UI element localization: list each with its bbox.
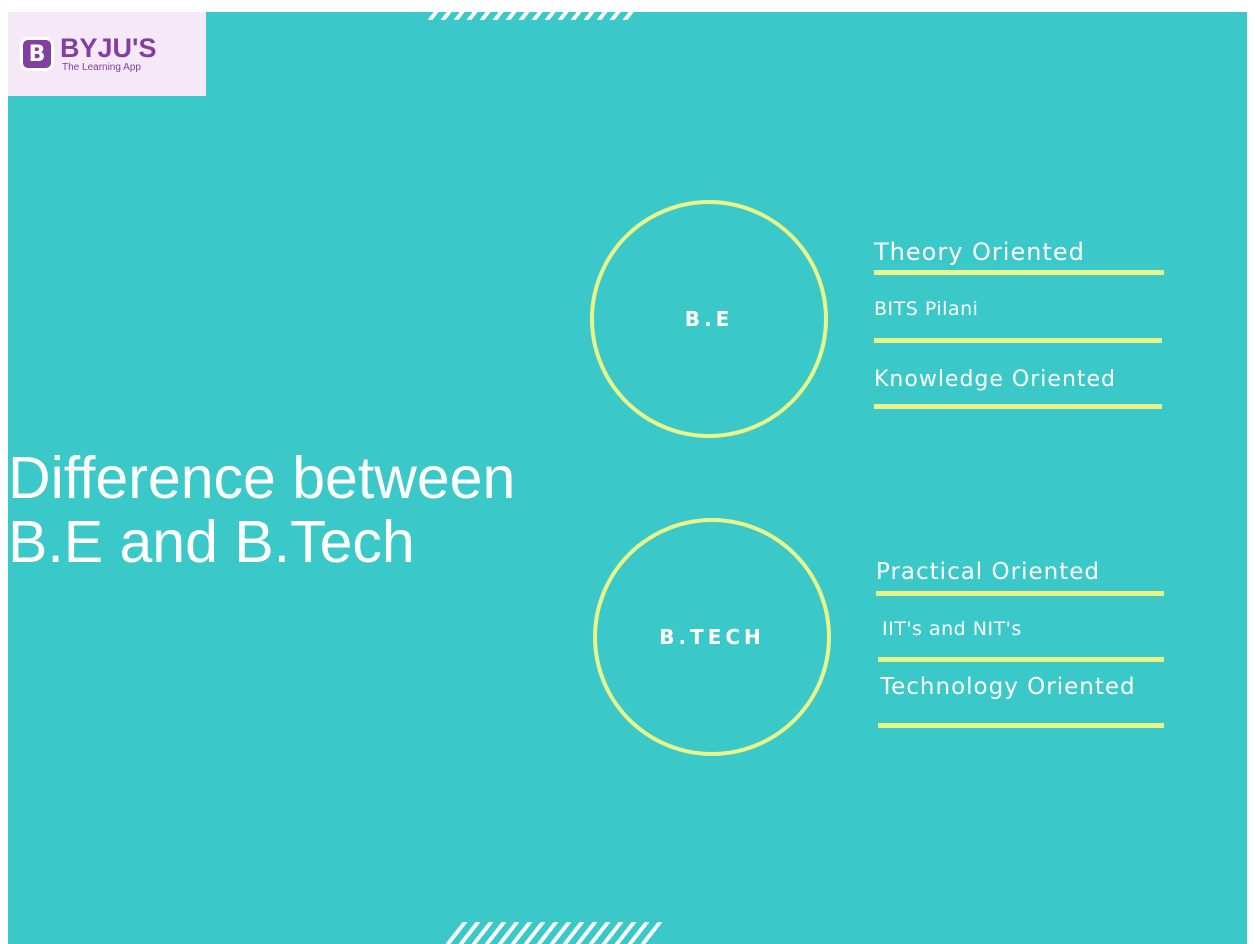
- be-underline-3: [874, 404, 1162, 409]
- byjus-logo: B BYJU'S The Learning App: [8, 12, 206, 96]
- be-point-2: BITS Pilani: [874, 298, 979, 320]
- btech-point-3: Technology Oriented: [880, 674, 1136, 700]
- btech-circle: B.TECH: [593, 518, 831, 756]
- btech-underline-2: [878, 657, 1164, 662]
- btech-point-1: Practical Oriented: [876, 559, 1100, 585]
- slash-mark: [622, 12, 645, 20]
- bottom-slash-decoration: [445, 922, 663, 944]
- be-underline-2: [874, 338, 1162, 343]
- byjus-b-icon: B: [20, 37, 54, 71]
- title-line-1: Difference between: [8, 445, 516, 511]
- page-title: Difference between B.E and B.Tech: [8, 446, 515, 574]
- be-circle: B.E: [590, 200, 828, 438]
- btech-underline-3: [878, 723, 1164, 728]
- btech-label: B.TECH: [659, 625, 765, 649]
- btech-point-2: IIT's and NIT's: [882, 618, 1022, 640]
- be-point-1: Theory Oriented: [874, 238, 1085, 266]
- top-slash-decoration: [427, 12, 645, 20]
- be-label: B.E: [684, 307, 734, 331]
- infographic-canvas: B BYJU'S The Learning App Difference bet…: [8, 12, 1247, 944]
- title-line-2: B.E and B.Tech: [8, 509, 415, 575]
- logo-text: BYJU'S The Learning App: [60, 34, 156, 74]
- be-underline-1: [874, 270, 1164, 275]
- logo-tagline: The Learning App: [62, 62, 141, 73]
- be-point-3: Knowledge Oriented: [874, 367, 1117, 392]
- btech-underline-1: [876, 591, 1164, 596]
- logo-name: BYJU'S: [60, 33, 157, 63]
